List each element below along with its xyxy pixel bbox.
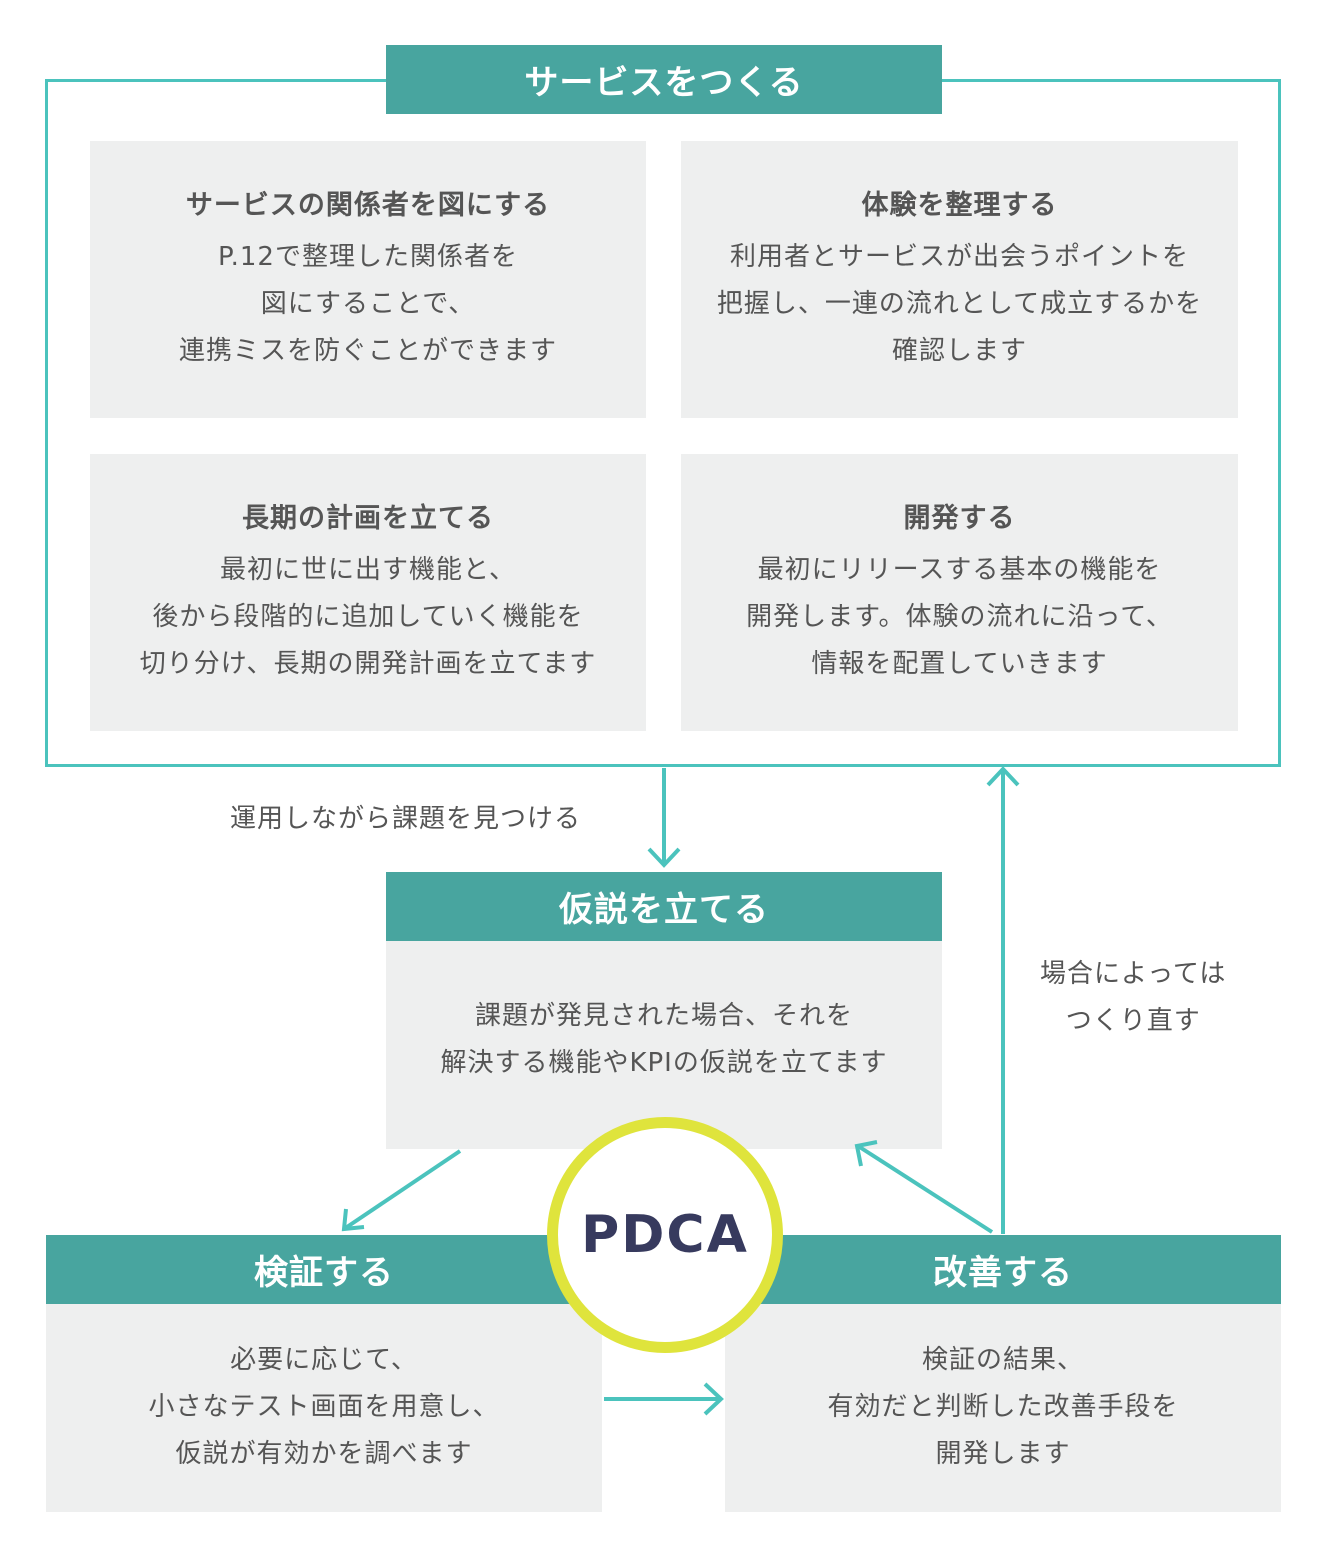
label-rebuild: 場合によっては つくり直す [1040, 959, 1227, 1036]
verify-header: 検証する [46, 1235, 602, 1304]
card-body: 最初にリリースする基本の機能を 開発します。体験の流れに沿って、 情報を配置して… [746, 555, 1173, 679]
hypothesis-card: 課題が発見された場合、それを 解決する機能やKPIの仮説を立てます [386, 941, 942, 1149]
card-experience: 体験を整理する 利用者とサービスが出会うポイントを 把握し、一連の流れとして成立… [681, 141, 1238, 418]
arrowhead-improve-to-hypothesis [854, 1140, 878, 1167]
arrow-hypothesis-to-verify [342, 1149, 462, 1231]
service-header: サービスをつくる [386, 45, 942, 114]
card-body: P.12で整理した関係者を 図にすることで、 連携ミスを防ぐことができます [178, 242, 557, 366]
card-body: 必要に応じて、 小さなテスト画面を用意し、 仮説が有効かを調べます [148, 1345, 500, 1469]
pdca-circle: PDCA [547, 1117, 783, 1353]
arrow-improve-to-hypothesis [856, 1144, 994, 1234]
improve-card: 検証の結果、 有効だと判断した改善手段を 開発します [725, 1304, 1281, 1512]
hypothesis-header: 仮説を立てる [386, 872, 942, 941]
card-long-term-plan: 長期の計画を立てる 最初に世に出す機能と、 後から段階的に追加していく機能を 切… [90, 454, 646, 731]
card-title: 長期の計画を立てる [242, 503, 494, 534]
pdca-label: PDCA [581, 1205, 749, 1265]
verify-card: 必要に応じて、 小さなテスト画面を用意し、 仮説が有効かを調べます [46, 1304, 602, 1512]
card-body: 課題が発見された場合、それを 解決する機能やKPIの仮説を立てます [440, 1001, 888, 1078]
card-title: サービスの関係者を図にする [185, 190, 551, 221]
arrowhead-service-to-hypothesis [647, 847, 681, 868]
card-body: 検証の結果、 有効だと判断した改善手段を 開発します [827, 1345, 1179, 1469]
card-stakeholders: サービスの関係者を図にする P.12で整理した関係者を 図にすることで、 連携ミ… [90, 141, 646, 418]
card-body: 最初に世に出す機能と、 後から段階的に追加していく機能を 切り分け、長期の開発計… [139, 555, 597, 679]
arrowhead-verify-to-improve [703, 1382, 724, 1416]
card-develop: 開発する 最初にリリースする基本の機能を 開発します。体験の流れに沿って、 情報… [681, 454, 1238, 731]
improve-header: 改善する [725, 1235, 1281, 1304]
card-title: 開発する [903, 503, 1016, 534]
card-title: 体験を整理する [861, 190, 1058, 221]
arrowhead-improve-to-service [986, 766, 1020, 787]
arrowhead-hypothesis-to-verify [341, 1208, 365, 1232]
label-find-issues: 運用しながら課題を見つける [230, 804, 582, 834]
card-body: 利用者とサービスが出会うポイントを 把握し、一連の流れとして成立するかを 確認し… [716, 242, 1203, 366]
